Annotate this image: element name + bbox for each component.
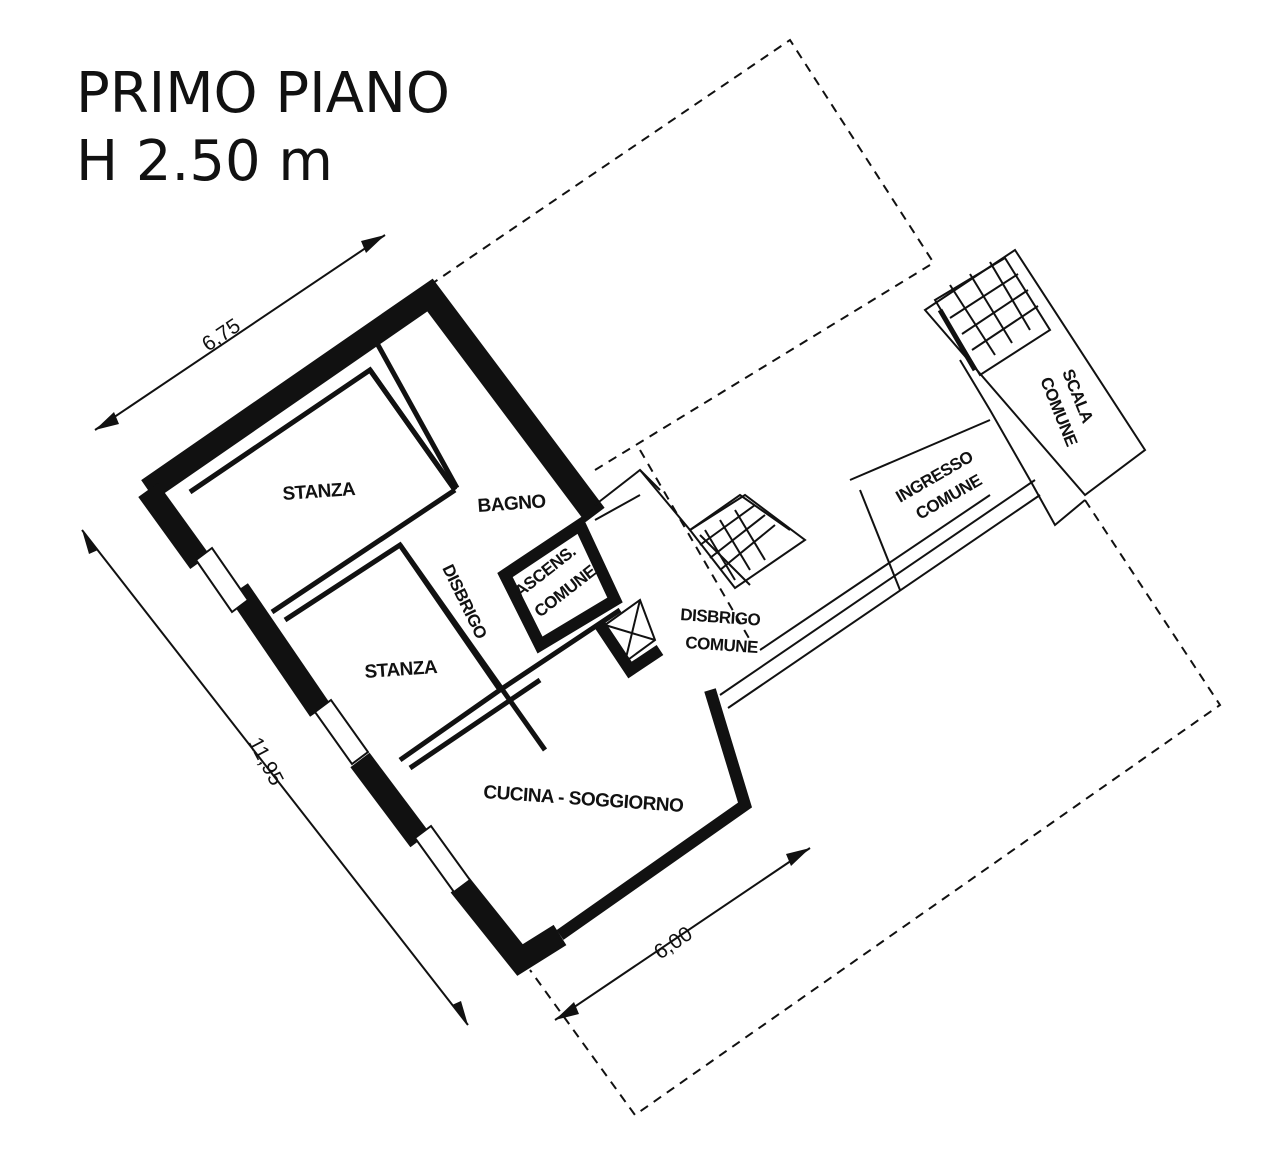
windows <box>194 546 472 894</box>
dimension-width-top: 6,75 <box>198 314 245 356</box>
room-label-disbrigo-comune: DISBRIGO <box>680 605 761 630</box>
room-label-disbrigo: DISBRIGO <box>438 561 490 642</box>
plan-title: PRIMO PIANO <box>76 61 450 126</box>
dimension-length-left: 11,95 <box>244 734 288 790</box>
room-label-stanza-1: STANZA <box>282 479 357 505</box>
room-label-disbrigo-comune-2: COMUNE <box>685 633 759 657</box>
room-label-bagno: BAGNO <box>477 491 547 517</box>
room-label-cucina-soggiorno: CUCINA - SOGGIORNO <box>483 782 684 817</box>
common-areas <box>594 359 1086 709</box>
lot-outline <box>429 38 1222 1117</box>
dimension-lines <box>81 234 811 1026</box>
apartment-walls <box>138 278 753 976</box>
internal-stair <box>688 493 807 590</box>
common-stair <box>923 248 1147 497</box>
room-label-stanza-2: STANZA <box>364 657 439 683</box>
elevator-shaft <box>497 516 664 679</box>
plan-height: H 2.50 m <box>76 129 333 194</box>
